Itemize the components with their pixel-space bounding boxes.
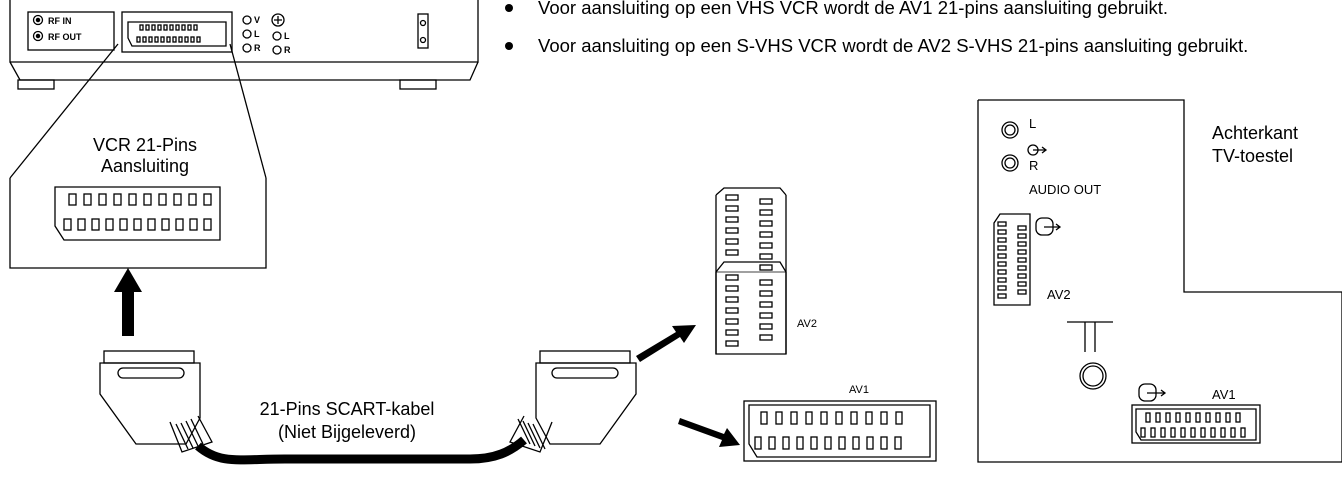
tv-av1-socket [1131,404,1261,444]
s-video-jack [271,13,285,27]
tv-av2-pins [997,221,1027,299]
audio-l-jack [242,29,252,39]
jack-r-label: R [254,43,261,53]
audio-r-jack [1001,154,1019,172]
rf-in-jack [32,14,44,26]
scart-plug-right [509,350,637,453]
audio-l-jack [1001,121,1019,139]
av2-socket [715,261,787,355]
up-arrow [114,268,142,336]
vcr-scart-socket [121,11,233,53]
jack-v-label: V [254,15,260,25]
tv-av1-pins [1140,412,1246,438]
vcr-scart-pins-small [136,24,201,43]
antenna-symbol [1067,321,1113,352]
vcr-side-jack [417,13,429,49]
cable-label-line1: 21-Pins SCART-kabel [259,399,435,419]
vcr-callout-title: VCR 21-Pins Aansluiting [92,135,198,176]
instruction-svhs: Voor aansluiting op een S-VHS VCR wordt … [505,32,1342,60]
cable-label-line2: (Niet Bijgeleverd) [277,422,417,442]
tv-av2-socket [993,213,1031,306]
tv-audio-l-label: L [1029,116,1037,131]
jack-l-label: L [254,29,260,39]
vcr-scart-callout [9,43,267,269]
tv-av1-label: AV1 [1212,387,1236,402]
vcr-back-panel: RF IN RF OUT V L R L R [9,0,479,90]
tv-av2-label: AV2 [1047,287,1071,302]
rf-out-jack [32,30,44,42]
scart-plug-left [99,350,213,453]
callout-scart-outline [54,186,221,241]
callout-scart-pins [63,193,212,231]
audio-r-jack [242,43,252,53]
av2-socket-label: AV2 [797,318,817,330]
antenna-jack [1079,362,1107,390]
rf-out-label: RF OUT [48,32,82,42]
av1-socket-label: AV1 [849,384,869,396]
jack-l2-label: L [284,31,290,41]
tv-panel-title-line1: Achterkant [1212,123,1299,143]
scart-cable [195,436,527,465]
rf-section [27,11,115,51]
av2-socket-outline [715,187,787,354]
tv-audio-out-label: AUDIO OUT [1029,182,1102,197]
av1-socket [743,400,937,462]
instruction-list: Voor aansluiting op een VHS VCR wordt de… [505,0,1342,70]
instruction-vhs: Voor aansluiting op een VHS VCR wordt de… [505,0,1342,22]
audio-r2-jack [272,45,282,55]
arrow-to-av2 [636,325,696,362]
arrow-to-av1 [678,418,740,447]
jack-r2-label: R [284,45,291,55]
tv-panel-title-line2: TV-toestel [1212,146,1294,166]
video-jack [242,15,252,25]
tv-audio-r-label: R [1029,158,1039,173]
audio-l2-jack [272,31,282,41]
tv-rear-panel [977,99,1342,463]
rf-in-label: RF IN [48,16,72,26]
